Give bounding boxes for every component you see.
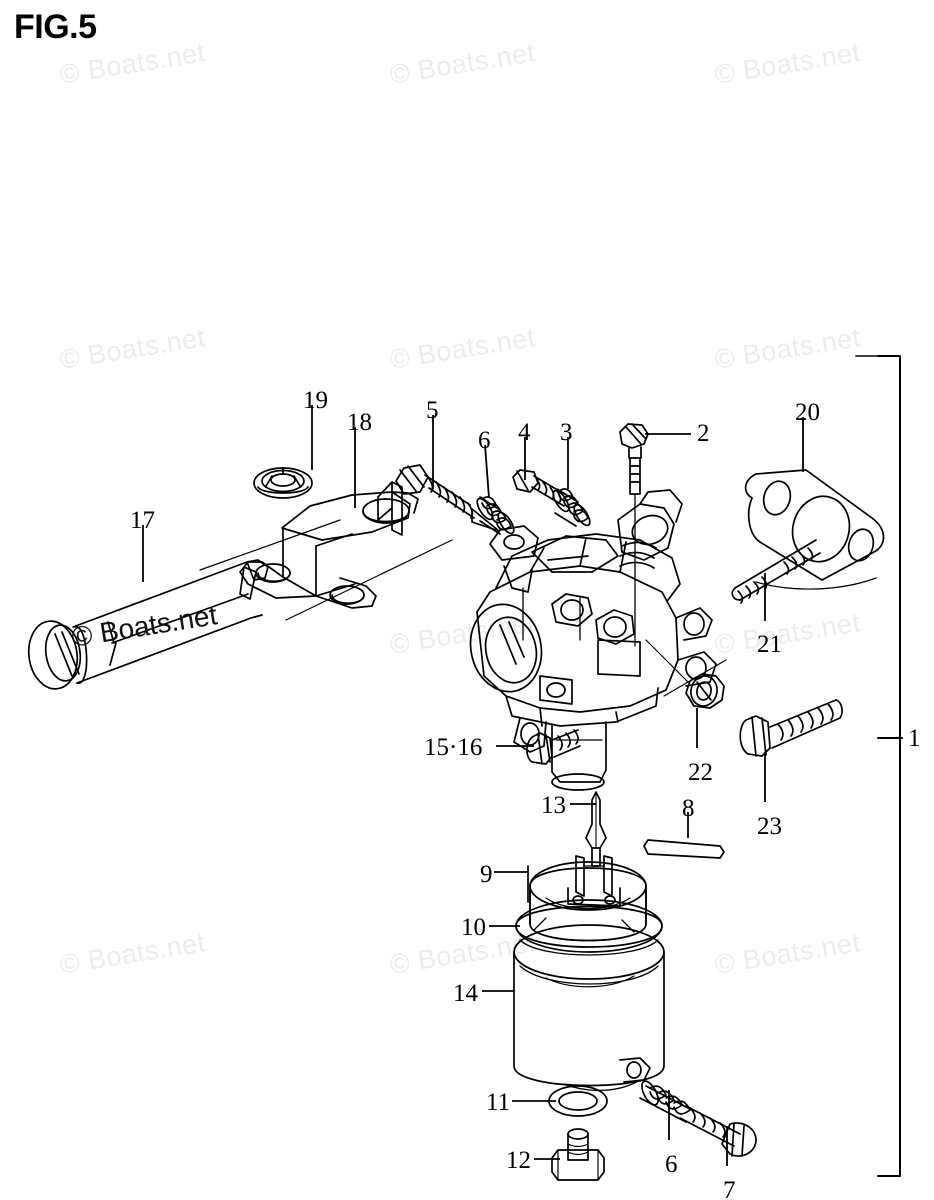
callout-22: 22 [688,759,713,786]
callout-4: 4 [518,419,531,446]
part-21-stud-bolt [731,539,821,604]
callout-5: 5 [426,397,439,424]
part-2-idle-screw [619,423,649,495]
part-11-washer [548,1085,608,1117]
callout-6b: 6 [665,1151,678,1178]
part-14-float-bowl [513,924,665,1092]
callout-18: 18 [347,409,372,436]
part-7-drain-screw [679,1105,757,1157]
part-3-spring [552,488,591,527]
part-23-flange-bolt [739,699,843,757]
callout-6: 6 [478,427,491,454]
callout-7: 7 [723,1177,736,1200]
callout-9: 9 [480,861,493,888]
part-17-shaft [27,559,269,690]
callout-11: 11 [486,1089,511,1116]
callout-15-16: 15·16 [424,734,483,761]
part-15-16-screw-washer [526,729,581,765]
part-13-needle-valve [585,791,607,867]
callout-2: 2 [697,420,710,447]
callout-8: 8 [682,795,695,822]
callout-20: 20 [795,399,820,426]
callout-3: 3 [560,419,573,446]
callout-17: 17 [130,507,155,534]
assembly-bracket-1 [877,355,901,1177]
callout-1: 1 [908,725,921,752]
callout-10: 10 [461,914,486,941]
part-4-pilot-screw [512,469,567,507]
part-12-bolt [551,1128,605,1181]
callout-13: 13 [541,792,566,819]
carburetor-body [469,489,727,791]
part-19-washer [253,467,313,499]
figure-title: FIG.5 [14,8,97,46]
callout-19: 19 [303,387,328,414]
part-8-float-pin [643,839,725,859]
part-6-spring-upper [476,496,515,535]
part-9-float [527,855,647,942]
part-20-gasket [744,469,885,590]
part-6-spring-lower [639,1080,693,1123]
callout-12: 12 [506,1147,531,1174]
callout-21: 21 [757,631,782,658]
callout-23: 23 [757,813,782,840]
callout-14: 14 [453,980,478,1007]
part-18-bracket [199,481,453,621]
